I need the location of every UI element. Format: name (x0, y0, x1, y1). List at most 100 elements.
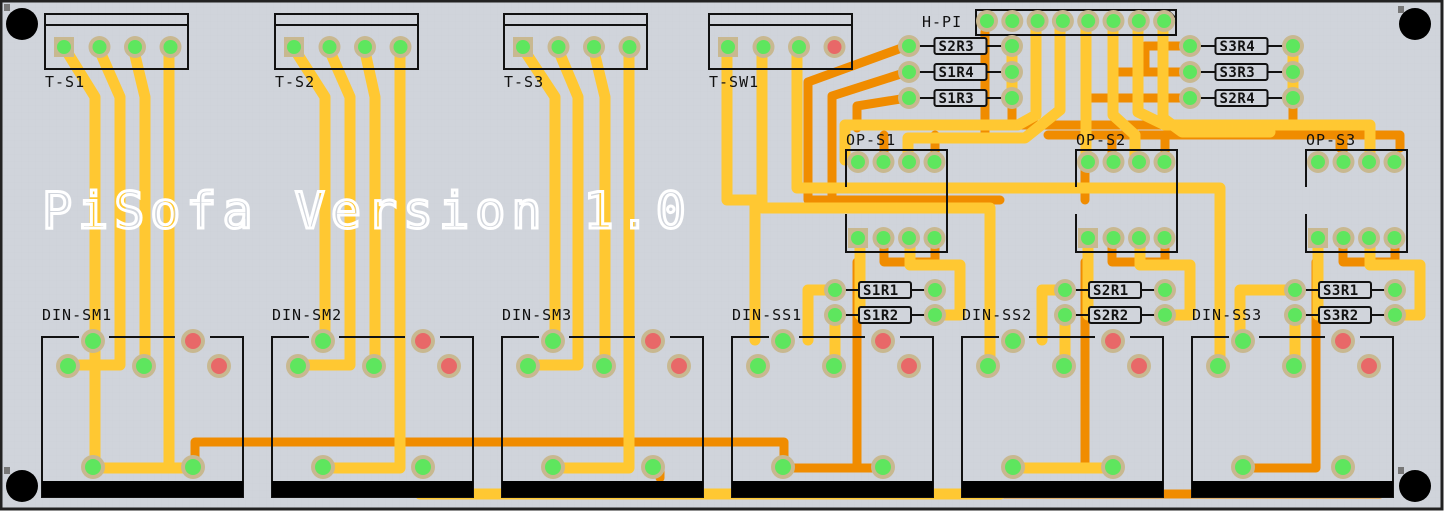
pad[interactable] (1282, 87, 1304, 109)
pad[interactable] (924, 279, 946, 301)
pad[interactable] (1383, 227, 1406, 249)
pad[interactable] (311, 329, 335, 353)
pad[interactable] (923, 151, 946, 173)
pad[interactable] (516, 354, 540, 378)
pad[interactable] (1332, 151, 1355, 173)
pad[interactable] (1282, 354, 1306, 378)
pad-red[interactable] (667, 354, 691, 378)
pad[interactable] (1001, 35, 1023, 57)
pad[interactable] (1331, 455, 1355, 479)
opamp-op-s3[interactable]: OP-S3 (1305, 131, 1408, 253)
pad[interactable] (124, 36, 146, 58)
pad[interactable] (1358, 151, 1380, 173)
pad[interactable] (872, 151, 895, 173)
pad[interactable] (1383, 151, 1406, 173)
pad[interactable] (824, 304, 846, 326)
pad[interactable] (1128, 227, 1150, 249)
pad[interactable] (1179, 61, 1201, 83)
pad[interactable] (822, 354, 846, 378)
pad[interactable] (1127, 10, 1150, 32)
pad[interactable] (641, 455, 665, 479)
pad[interactable] (286, 354, 310, 378)
pad[interactable] (1001, 455, 1025, 479)
pad-red[interactable] (871, 329, 895, 353)
pad[interactable] (923, 227, 946, 249)
pad[interactable] (1284, 304, 1306, 326)
pad[interactable] (976, 354, 1000, 378)
pad[interactable] (1154, 279, 1176, 301)
resistor[interactable]: S3R3 (1179, 61, 1304, 83)
pad[interactable] (1101, 455, 1125, 479)
pad-red[interactable] (897, 354, 921, 378)
pad[interactable] (898, 151, 920, 173)
pad[interactable] (1001, 329, 1025, 353)
pad[interactable] (159, 36, 182, 58)
terminal-block-t-sw1[interactable]: T-SW1 (708, 13, 853, 91)
pad[interactable] (771, 455, 795, 479)
terminal-block-t-s2[interactable]: T-S2 (274, 13, 419, 91)
pad[interactable] (1282, 35, 1304, 57)
resistor[interactable]: S3R1 (1284, 279, 1406, 301)
pad[interactable] (547, 36, 570, 58)
resistor[interactable]: S2R3 (898, 35, 1023, 57)
pad[interactable] (389, 36, 412, 58)
pad[interactable] (132, 354, 156, 378)
opamp-op-s2[interactable]: OP-S2 (1075, 131, 1178, 253)
pad-red[interactable] (437, 354, 461, 378)
pad[interactable] (898, 227, 920, 249)
pad[interactable] (318, 36, 341, 58)
pad[interactable] (1077, 151, 1099, 173)
resistor[interactable]: S2R4 (1179, 87, 1304, 109)
pad-red[interactable] (823, 36, 846, 58)
pad[interactable] (1052, 354, 1076, 378)
pad-red[interactable] (1331, 329, 1355, 353)
pad[interactable] (1001, 10, 1024, 32)
pad[interactable] (362, 354, 386, 378)
pad[interactable] (1307, 151, 1329, 173)
pad[interactable] (56, 354, 80, 378)
din-din-sm3[interactable]: DIN-SM3 (501, 306, 704, 498)
pad[interactable] (847, 151, 869, 173)
din-din-sm1[interactable]: DIN-SM1 (41, 306, 244, 498)
pad[interactable] (848, 228, 868, 248)
pad[interactable] (1102, 151, 1125, 173)
pad-red[interactable] (1127, 354, 1151, 378)
resistor[interactable]: S2R2 (1054, 304, 1176, 326)
pad[interactable] (1001, 87, 1023, 109)
pad[interactable] (898, 35, 920, 57)
din-din-ss1[interactable]: DIN-SS1 (731, 306, 934, 498)
pad[interactable] (311, 455, 335, 479)
pad-red[interactable] (641, 329, 665, 353)
pad[interactable] (788, 36, 810, 58)
pad[interactable] (898, 87, 920, 109)
pad[interactable] (354, 36, 376, 58)
pad[interactable] (284, 37, 304, 57)
pad[interactable] (1051, 10, 1074, 32)
pad[interactable] (583, 36, 605, 58)
pad[interactable] (1078, 228, 1098, 248)
pad[interactable] (541, 455, 565, 479)
din-din-ss2[interactable]: DIN-SS2 (961, 306, 1164, 498)
pad[interactable] (1358, 227, 1380, 249)
pad[interactable] (1001, 61, 1023, 83)
pad[interactable] (1231, 455, 1255, 479)
pad[interactable] (1026, 10, 1049, 32)
resistor[interactable]: S3R2 (1284, 304, 1406, 326)
pad-red[interactable] (1101, 329, 1125, 353)
pad[interactable] (872, 227, 895, 249)
pad[interactable] (898, 61, 920, 83)
pad[interactable] (771, 329, 795, 353)
pad[interactable] (976, 10, 998, 32)
resistor[interactable]: S3R4 (1179, 35, 1304, 57)
pad[interactable] (513, 37, 533, 57)
pad-red[interactable] (1357, 354, 1381, 378)
pad-red[interactable] (411, 329, 435, 353)
pad[interactable] (1077, 10, 1100, 32)
pad-red[interactable] (181, 329, 205, 353)
pad[interactable] (1332, 227, 1355, 249)
pad[interactable] (1128, 151, 1150, 173)
resistor[interactable]: S1R4 (898, 61, 1023, 83)
pad[interactable] (1384, 304, 1406, 326)
pad[interactable] (1282, 61, 1304, 83)
pad[interactable] (1153, 10, 1176, 32)
